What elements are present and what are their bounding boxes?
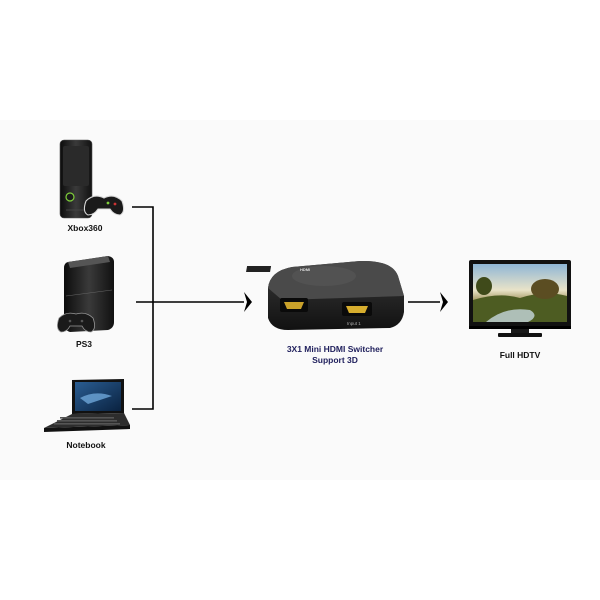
ps3-console-icon	[57, 256, 114, 333]
notebook-laptop-icon	[44, 379, 130, 432]
notebook-label: Notebook	[66, 440, 106, 450]
arrow-to-switcher-icon	[244, 292, 252, 312]
switcher-caption: 3X1 Mini HDMI Switcher Support 3D	[255, 344, 415, 366]
hdtv-icon	[469, 260, 571, 337]
switcher-title: 3X1 Mini HDMI Switcher	[286, 344, 384, 354]
switcher-logo: HDMI	[300, 267, 310, 272]
arrow-to-tv-icon	[440, 292, 448, 312]
port-label: Input 1	[347, 321, 361, 326]
ps3-label: PS3	[75, 339, 93, 349]
switcher-subtitle: Support 3D	[312, 355, 358, 365]
tv-label: Full HDTV	[499, 350, 541, 360]
bracket-line	[132, 206, 154, 410]
hdmi-switcher-icon: HDMI Input 1	[246, 260, 404, 330]
connector-lines	[132, 206, 440, 410]
xbox360-label: Xbox360	[67, 223, 103, 233]
xbox360-console-icon	[59, 139, 125, 219]
